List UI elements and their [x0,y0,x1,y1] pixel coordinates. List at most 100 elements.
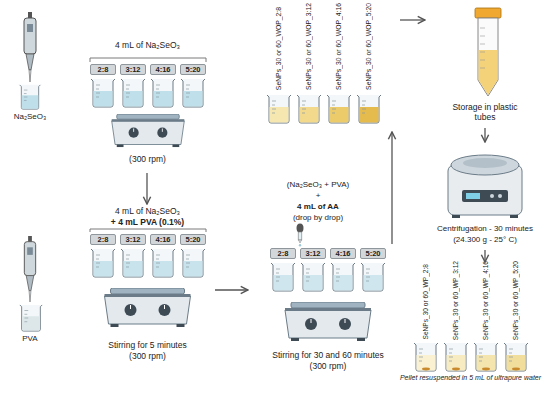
ratio-text: 5:20 [181,235,205,244]
step-text: (300 rpm) [80,351,215,361]
stage1-beakers [91,79,205,147]
ratio-tag: 2:8 [90,64,116,75]
step-group: Stirring for 30 and 60 minutes(300 rpm) 2… [248,244,408,390]
step-text: (300 rpm) [248,361,408,371]
beaker [504,343,528,371]
ratio-tag: 5:20 [180,234,206,245]
ratio-text: 4:16 [331,249,355,258]
annotation: 4 mL of AA [268,202,368,212]
centrifuge [448,155,522,218]
pipette-na2seo3 [20,12,41,109]
storage-tube [475,8,501,96]
beaker [331,263,355,291]
product-beakers [267,95,381,123]
step-text: (24.300 g - 25° C) [425,235,545,245]
annotation: + [268,191,368,201]
pellet [482,368,490,371]
beaker [444,343,468,371]
ratio-tag: 3:12 [120,234,146,245]
ratio-text: 3:12 [121,235,145,244]
step-text: (300 rpm) [80,154,215,164]
beaker [271,263,295,291]
beaker [91,79,115,107]
ratio-tag: 2:8 [90,234,116,245]
ratio-text: 2:8 [271,249,295,258]
annotation: PVA [0,334,80,344]
beaker [267,95,291,123]
beaker [181,79,205,107]
step-group: 4 mL of Na₂SeO₃+ 4 mL PVA (0.1%) Stirring… [80,204,215,370]
beaker [121,79,145,107]
sample-name: SeNPs_30 or 60_WP_5:20 [509,261,523,340]
sample-label: SeNPs_30 or 60_WOP_3:12 [302,6,316,90]
sample-name: SeNPs_30 or 60_WOP_5:20 [362,3,376,90]
flow-arrow [400,19,425,20]
sample-label: SeNPs_30 or 60_WP_2:8 [419,266,433,340]
step-text: Stirring for 30 and 60 minutes [248,350,408,360]
beaker [20,85,41,109]
step-group: 4 mL of Na₂SeO₃ (300 rpm) 2:8 3:12 4:16 5:20 [80,38,215,173]
sample-label: SeNPs_30 or 60_WP_3:12 [449,266,463,340]
ratio-text: 2:8 [91,235,115,244]
sample-name: SeNPs_30 or 60_WOP_4:16 [332,3,346,90]
ratio-tag: 5:20 [180,64,206,75]
ratio-text: 2:8 [91,65,115,74]
ratio-tag: 3:12 [300,248,326,259]
product-group: SeNPs_30 or 60_WOP_2:8 SeNPs_30 or 60_WOP… [248,4,400,132]
beaker [121,249,145,277]
stirrer [285,302,371,341]
storage-step: Storage in plastic tubes [425,4,545,128]
step-text: 4 mL of Na₂SeO₃ [80,206,215,216]
beaker [361,263,385,291]
beaker [181,249,205,277]
pellet [422,368,430,371]
sample-name: SeNPs_30 or 60_WOP_2:8 [272,7,286,90]
step-text: + 4 mL PVA (0.1%) [80,217,215,227]
annotation: Na₂SeO₃ [0,112,80,122]
sample-label: SeNPs_30 or 60_WP_4:16 [479,266,493,340]
beaker [297,95,321,123]
flow-arrow [391,132,392,244]
step-text: Centrifugation - 30 minutes [425,224,545,234]
stage3-beakers [271,263,385,341]
beaker [151,79,175,107]
pellet [512,368,520,371]
step-text: Stirring for 5 minutes [80,340,215,350]
annotation: (Na₂SeO₃ + PVA) [268,180,368,190]
ratio-tag: 4:16 [330,248,356,259]
micropipette [24,12,36,82]
sample-name: SeNPs_30 or 60_WOP_3:12 [302,3,316,90]
beaker [20,305,42,331]
beaker [327,95,351,123]
dropper [297,224,304,247]
ratio-text: 5:20 [181,65,205,74]
sample-label: SeNPs_30 or 60_WP_5:20 [509,266,523,340]
sample-label: SeNPs_30 or 60_WOP_2:8 [272,6,286,90]
beaker [151,249,175,277]
ratio-text: 4:16 [151,235,175,244]
stirrer [105,288,191,327]
ratio-text: 5:20 [361,249,385,258]
stage2-beakers [91,249,205,327]
pellet [452,368,460,371]
bracket [90,58,206,62]
flow-arrow [215,289,248,290]
pipette-pva [20,236,42,331]
ratio-tag: 5:20 [360,248,386,259]
ratio-tag: 4:16 [150,64,176,75]
beaker [91,249,115,277]
bracket [90,229,206,232]
step-text: Storage in plastic tubes [442,102,528,122]
ratio-tag: 3:12 [120,64,146,75]
ratio-tag: 2:8 [270,248,296,259]
ratio-text: 3:12 [121,65,145,74]
step-text: 4 mL of Na₂SeO₃ [80,40,215,50]
flow-arrow [484,250,485,262]
sample-label: SeNPs_30 or 60_WOP_4:16 [332,6,346,90]
flow-arrow [484,128,485,142]
pellet-beakers [414,343,528,371]
beaker [474,343,498,371]
stirrer [112,114,185,147]
beaker [357,95,381,123]
